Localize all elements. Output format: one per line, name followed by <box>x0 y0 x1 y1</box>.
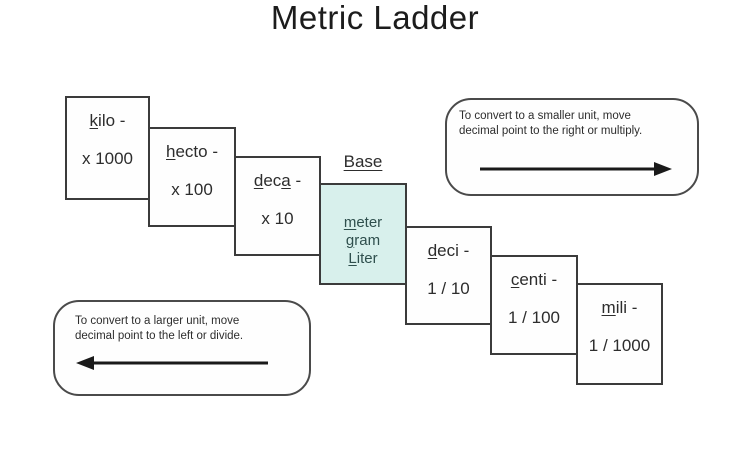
ladder-box-deca: deca - x 10 <box>234 156 321 256</box>
fraction-value-centi: 1 / 100 <box>508 308 560 327</box>
multiplier-value-kilo: x 1000 <box>81 149 134 168</box>
base-unit-gram: gram <box>345 232 381 249</box>
callout-larger-line1: To convert to a larger unit, move <box>75 315 240 327</box>
ladder-box-kilo: kilo - x 1000 <box>65 96 150 200</box>
callout-smaller-line2: decimal point to the right or multiply. <box>459 125 643 137</box>
fraction-value-mili: 1 / 1000 <box>588 336 651 355</box>
ladder-box-hecto: hecto - x 100 <box>148 127 236 227</box>
prefix-label-deca: deca - <box>253 171 302 190</box>
left-arrow-icon <box>76 356 268 370</box>
multiplier-value-hecto: x 100 <box>171 180 213 199</box>
prefix-label-hecto: hecto - <box>166 142 218 161</box>
base-units-list: meter gram Liter <box>321 214 405 268</box>
ladder-box-mili: mili - 1 / 1000 <box>576 283 663 385</box>
right-arrow-icon <box>480 162 672 176</box>
prefix-label-centi: centi - <box>510 270 558 289</box>
base-unit-liter: Liter <box>348 250 378 267</box>
multiplier-value-deca: x 10 <box>261 209 294 228</box>
base-unit-meter: meter <box>343 214 383 231</box>
callout-smaller-text: To convert to a smaller unit, move decim… <box>459 109 642 139</box>
prefix-label-kilo: kilo - <box>89 111 126 130</box>
page-title: Metric Ladder <box>270 0 480 36</box>
ladder-box-base: meter gram Liter <box>319 183 407 285</box>
callout-larger-unit: To convert to a larger unit, move decima… <box>53 300 311 396</box>
callout-larger-line2: decimal point to the left or divide. <box>75 330 244 342</box>
base-heading: Base <box>343 152 383 171</box>
prefix-label-deci: deci - <box>427 241 470 260</box>
ladder-box-deci: deci - 1 / 10 <box>405 226 492 325</box>
fraction-value-deci: 1 / 10 <box>427 279 470 298</box>
ladder-box-centi: centi - 1 / 100 <box>490 255 578 355</box>
callout-smaller-unit: To convert to a smaller unit, move decim… <box>445 98 699 196</box>
callout-smaller-line1: To convert to a smaller unit, move <box>459 110 631 122</box>
prefix-label-mili: mili - <box>601 298 638 317</box>
callout-larger-text: To convert to a larger unit, move decima… <box>75 314 243 344</box>
